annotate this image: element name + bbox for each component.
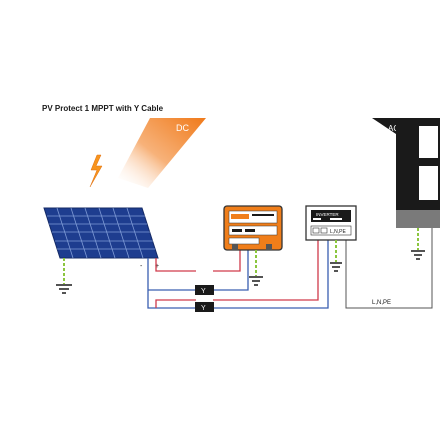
y-connector-positive: Y — [195, 285, 214, 295]
positive-wire — [155, 240, 319, 308]
ac-line-label: L,N,PE — [372, 300, 391, 306]
ac-label: AC — [388, 124, 399, 133]
inverter-label: INVERTER — [316, 212, 339, 217]
dc-sunlight-beam: DC — [118, 118, 206, 188]
pv-plus-label: + — [155, 263, 159, 270]
pv-minus-label: - — [140, 263, 143, 270]
y-connector-label-bottom: Y — [201, 305, 206, 312]
ac-line-wire — [345, 228, 433, 309]
lightning-bolt-icon — [89, 154, 103, 188]
dc-label: DC — [176, 123, 189, 133]
diagram-title: PV Protect 1 MPPT with Y Cable — [42, 104, 164, 113]
device-ground-symbol — [249, 250, 263, 286]
inverter-terminal-label: L,N,PE — [330, 229, 347, 235]
ac-box-ground-symbol — [411, 228, 425, 260]
panel-ground-symbol — [56, 258, 72, 294]
inverter-ground-symbol — [330, 240, 342, 272]
y-connector-negative: Y — [195, 302, 214, 312]
pv-protect-device — [223, 205, 283, 251]
negative-wire — [147, 240, 329, 309]
solar-panel: - + — [43, 207, 159, 270]
ac-distribution-box: AC — [372, 118, 440, 228]
y-connector-label-top: Y — [201, 288, 206, 295]
inverter: INVERTER L,N,PE — [305, 205, 357, 241]
